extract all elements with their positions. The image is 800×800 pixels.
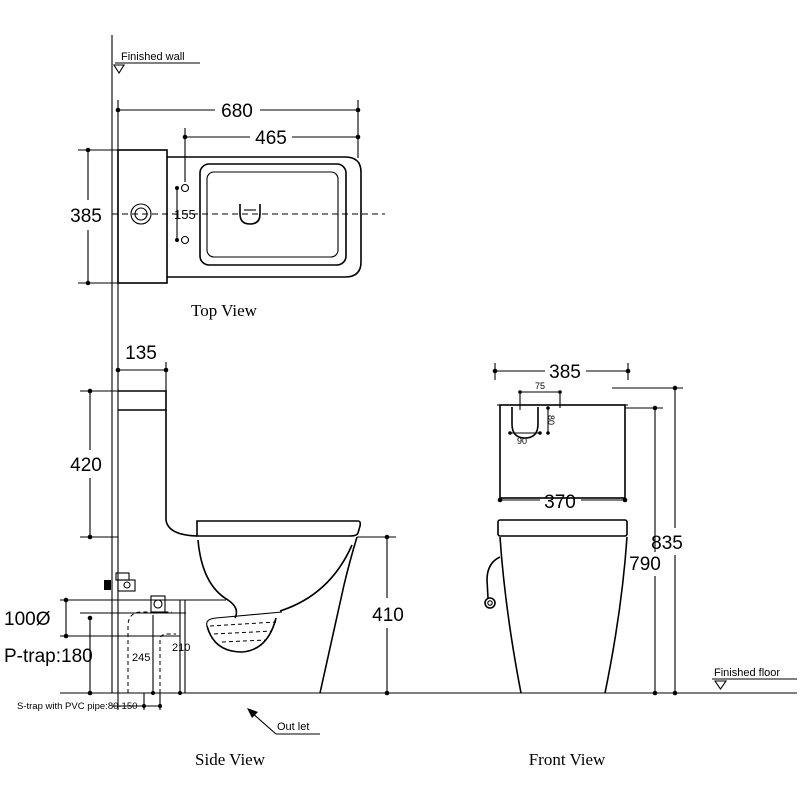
finished-floor-label: Finished floor <box>714 667 780 679</box>
pedestal-left <box>499 536 522 694</box>
button-depth-dimension: 90 <box>508 431 542 446</box>
outlet-connector-icon <box>150 595 166 613</box>
floor-marker-triangle-icon <box>713 680 728 690</box>
bowl-inner-wall <box>279 544 353 612</box>
outlet-label: Out let <box>277 721 309 733</box>
seat-height-value: 410 <box>372 605 404 626</box>
trapway <box>206 611 283 627</box>
top-overall-length-value: 680 <box>221 101 253 122</box>
s-trap-note: S-trap with PVC pipe:80-150 <box>17 701 137 712</box>
trap-outline <box>206 617 277 653</box>
bowl-back-curve <box>197 539 238 619</box>
s-trap-note-dimension: S-trap with PVC pipe:80-150 <box>17 693 162 712</box>
tank-depth-dimension: 135 <box>115 343 169 391</box>
top-width-dimension: 385 <box>70 147 118 286</box>
top-width-value: 385 <box>70 206 102 227</box>
front-width-dimension: 385 <box>492 362 631 383</box>
top-view-title: Top View <box>191 301 258 320</box>
s-trap-pipe-outer <box>127 611 172 693</box>
top-view: 680 465 385 <box>70 100 385 320</box>
front-width-value: 385 <box>549 362 581 383</box>
side-view: 135 420 <box>4 343 404 769</box>
s-trap-pipe-inner <box>159 633 176 693</box>
tank-front-outline <box>499 404 626 499</box>
s-trap-offset-a-dimension: 245 <box>132 615 155 695</box>
outlet-callout: Out let <box>247 708 320 735</box>
seat-front <box>497 519 628 537</box>
inlet-valve-icon <box>104 572 136 592</box>
top-bowl-length-value: 465 <box>255 128 287 149</box>
tank-height-dimension: 420 <box>70 388 118 540</box>
bowl-front-side <box>319 536 358 694</box>
tank-body-side <box>165 410 198 537</box>
overall-height-dimension: 835 <box>612 385 683 696</box>
button-width-value: 75 <box>535 381 545 391</box>
finished-wall-label: Finished wall <box>121 51 185 63</box>
drain-icon <box>239 204 261 225</box>
s-trap-offset-a-value: 245 <box>132 652 150 664</box>
seat-height-dimension: 410 <box>357 534 404 696</box>
side-view-title: Side View <box>195 750 266 769</box>
s-trap-offset-b-value: 210 <box>172 642 190 654</box>
fixing-hole-icon <box>180 235 190 245</box>
pipe-diameter-dimension: 100Ø <box>4 597 69 639</box>
finished-wall: Finished wall <box>111 35 200 693</box>
flush-button-slot <box>511 407 539 439</box>
tank-width-value: 370 <box>544 492 576 513</box>
wall-marker-triangle-icon <box>113 64 125 75</box>
button-height-dimension: 80 <box>546 406 556 435</box>
tank-lid-side <box>118 390 167 411</box>
tank-height-value: 420 <box>70 455 102 476</box>
s-trap-offset-b-dimension: 210 <box>172 600 190 695</box>
bowl-top-outline <box>167 156 362 278</box>
tank-top-height-dimension: 790 <box>625 405 663 696</box>
tank-top-height-value: 790 <box>629 554 661 575</box>
hose-valve-icon <box>484 597 496 609</box>
flush-button-icon <box>130 203 152 225</box>
button-depth-value: 90 <box>517 436 527 446</box>
button-width-dimension: 75 <box>518 381 562 410</box>
front-view-title: Front View <box>529 750 606 769</box>
pipe-diameter-value: 100Ø <box>4 609 51 630</box>
front-view: 385 75 80 90 <box>484 362 683 769</box>
water-line <box>209 621 277 627</box>
top-overall-length-dimension: 680 <box>115 100 361 158</box>
p-trap-value: P-trap:180 <box>4 646 93 667</box>
outlet-arrow-icon <box>247 708 258 718</box>
p-trap-dimension: P-trap:180 <box>4 615 93 696</box>
fixing-hole-icon <box>180 183 190 193</box>
pedestal-right <box>604 536 628 694</box>
seat-side <box>196 520 362 537</box>
water-hose <box>486 556 501 599</box>
overall-height-value: 835 <box>651 533 683 554</box>
top-bowl-length-dimension: 465 <box>182 128 361 182</box>
tank-depth-value: 135 <box>125 343 157 364</box>
tank-width-dimension: 370 <box>497 492 628 513</box>
button-height-value: 80 <box>546 415 556 425</box>
finished-floor: Finished floor <box>60 667 797 694</box>
tank-top-outline <box>117 149 168 284</box>
